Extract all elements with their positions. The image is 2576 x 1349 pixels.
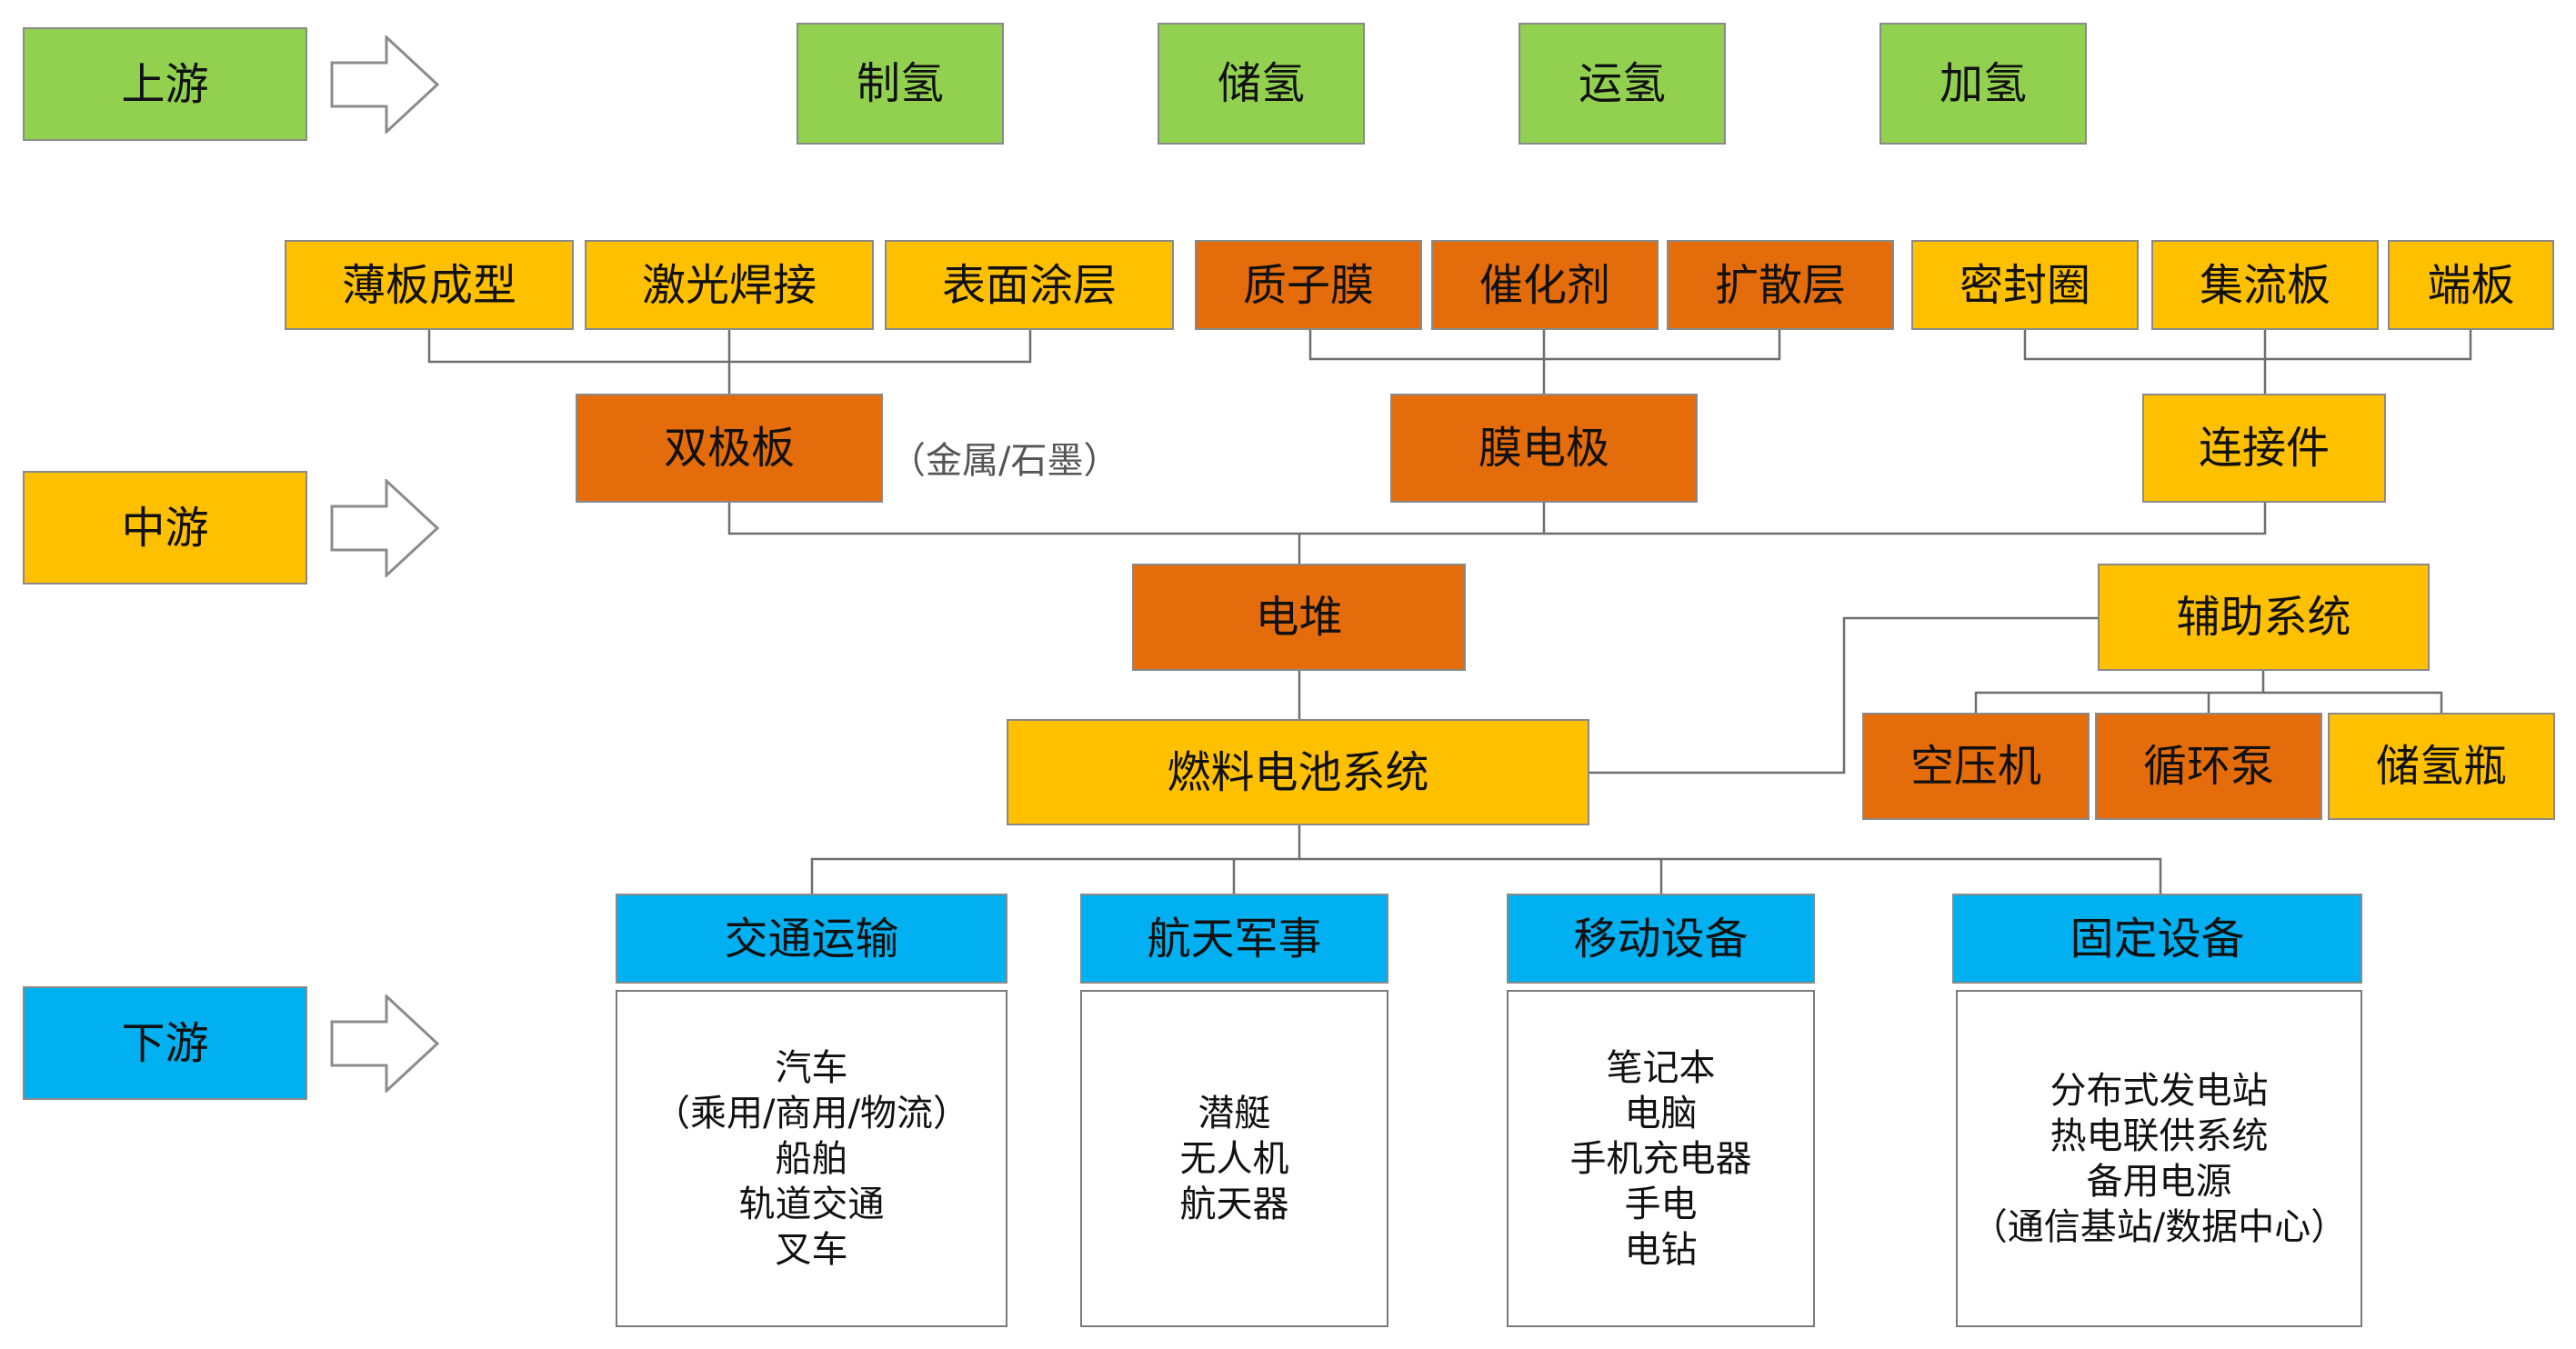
node-circulation-pump: 循环泵 [2095, 713, 2322, 820]
link-aux-parts [1974, 671, 2443, 713]
node-hydrogen-transport: 运氢 [1519, 23, 1726, 145]
link-system-apps [810, 825, 2162, 894]
list-item: 无人机 [1179, 1137, 1289, 1180]
node-auxiliary-system: 辅助系统 [2098, 564, 2430, 671]
list-item: 汽车 [775, 1046, 848, 1089]
app-aerospace-military-list: 潜艇 无人机 航天器 [1080, 990, 1388, 1327]
list-item: 笔记本 [1606, 1046, 1716, 1089]
app-stationary-devices-title: 固定设备 [1952, 894, 2362, 984]
node-hydrogen-refueling: 加氢 [1879, 23, 2087, 145]
node-end-plate: 端板 [2388, 240, 2554, 330]
list-item: 航天器 [1179, 1183, 1289, 1225]
stage-midstream: 中游 [23, 471, 307, 585]
link-bipolar-parts [427, 330, 1032, 394]
stage-upstream: 上游 [23, 27, 307, 141]
list-item: 热电联供系统 [2050, 1114, 2269, 1157]
app-stationary-devices-list: 分布式发电站 热电联供系统 备用电源 （通信基站/数据中心） [1956, 990, 2362, 1327]
app-aerospace-military-title: 航天军事 [1080, 894, 1388, 984]
list-item: 分布式发电站 [2050, 1069, 2269, 1112]
arrow-right-icon [330, 479, 439, 577]
node-proton-membrane: 质子膜 [1195, 240, 1422, 330]
list-item: 叉车 [775, 1228, 848, 1271]
node-hydrogen-storage: 储氢 [1158, 23, 1365, 145]
list-item: 备用电源 [2086, 1160, 2232, 1203]
node-seal-ring: 密封圈 [1911, 240, 2139, 330]
arrow-right-icon [330, 35, 439, 134]
bipolar-plate-note: （金属/石墨） [889, 440, 1120, 482]
node-bipolar-plate: 双极板 [576, 394, 883, 503]
app-mobile-devices-list: 笔记本 电脑 手机充电器 手电 电钻 [1507, 990, 1815, 1327]
list-item: 潜艇 [1198, 1092, 1271, 1134]
node-fuel-cell-system: 燃料电池系统 [1007, 719, 1589, 825]
list-item: （乘用/商用/物流） [654, 1092, 969, 1134]
node-membrane-electrode: 膜电极 [1390, 394, 1698, 503]
arrow-right-icon [330, 994, 439, 1093]
app-transportation-title: 交通运输 [616, 894, 1007, 984]
list-item: 船舶 [775, 1137, 848, 1180]
node-catalyst: 催化剂 [1431, 240, 1659, 330]
node-air-compressor: 空压机 [1862, 713, 2090, 820]
node-hydrogen-production: 制氢 [797, 23, 1004, 145]
list-item: 电钻 [1624, 1228, 1698, 1271]
node-sheet-forming: 薄板成型 [285, 240, 574, 330]
list-item: 电脑 [1624, 1092, 1698, 1134]
node-fuel-cell-stack: 电堆 [1132, 564, 1466, 671]
node-hydrogen-tank: 储氢瓶 [2328, 713, 2555, 820]
node-diffusion-layer: 扩散层 [1667, 240, 1894, 330]
app-transportation-list: 汽车 （乘用/商用/物流） 船舶 轨道交通 叉车 [616, 990, 1007, 1327]
list-item: （通信基站/数据中心） [1970, 1205, 2348, 1248]
list-item: 手电 [1624, 1183, 1698, 1225]
link-mea-parts [1308, 330, 1781, 394]
node-laser-welding: 激光焊接 [585, 240, 874, 330]
link-system-aux [1589, 616, 2098, 774]
app-mobile-devices-title: 移动设备 [1507, 894, 1815, 984]
link-components-stack [727, 492, 2267, 564]
node-connector: 连接件 [2142, 394, 2386, 503]
link-connector-parts [2023, 330, 2472, 394]
node-surface-coating: 表面涂层 [885, 240, 1174, 330]
list-item: 手机充电器 [1569, 1137, 1752, 1180]
stage-downstream: 下游 [23, 986, 307, 1100]
node-current-collector: 集流板 [2151, 240, 2379, 330]
list-item: 轨道交通 [738, 1183, 885, 1225]
